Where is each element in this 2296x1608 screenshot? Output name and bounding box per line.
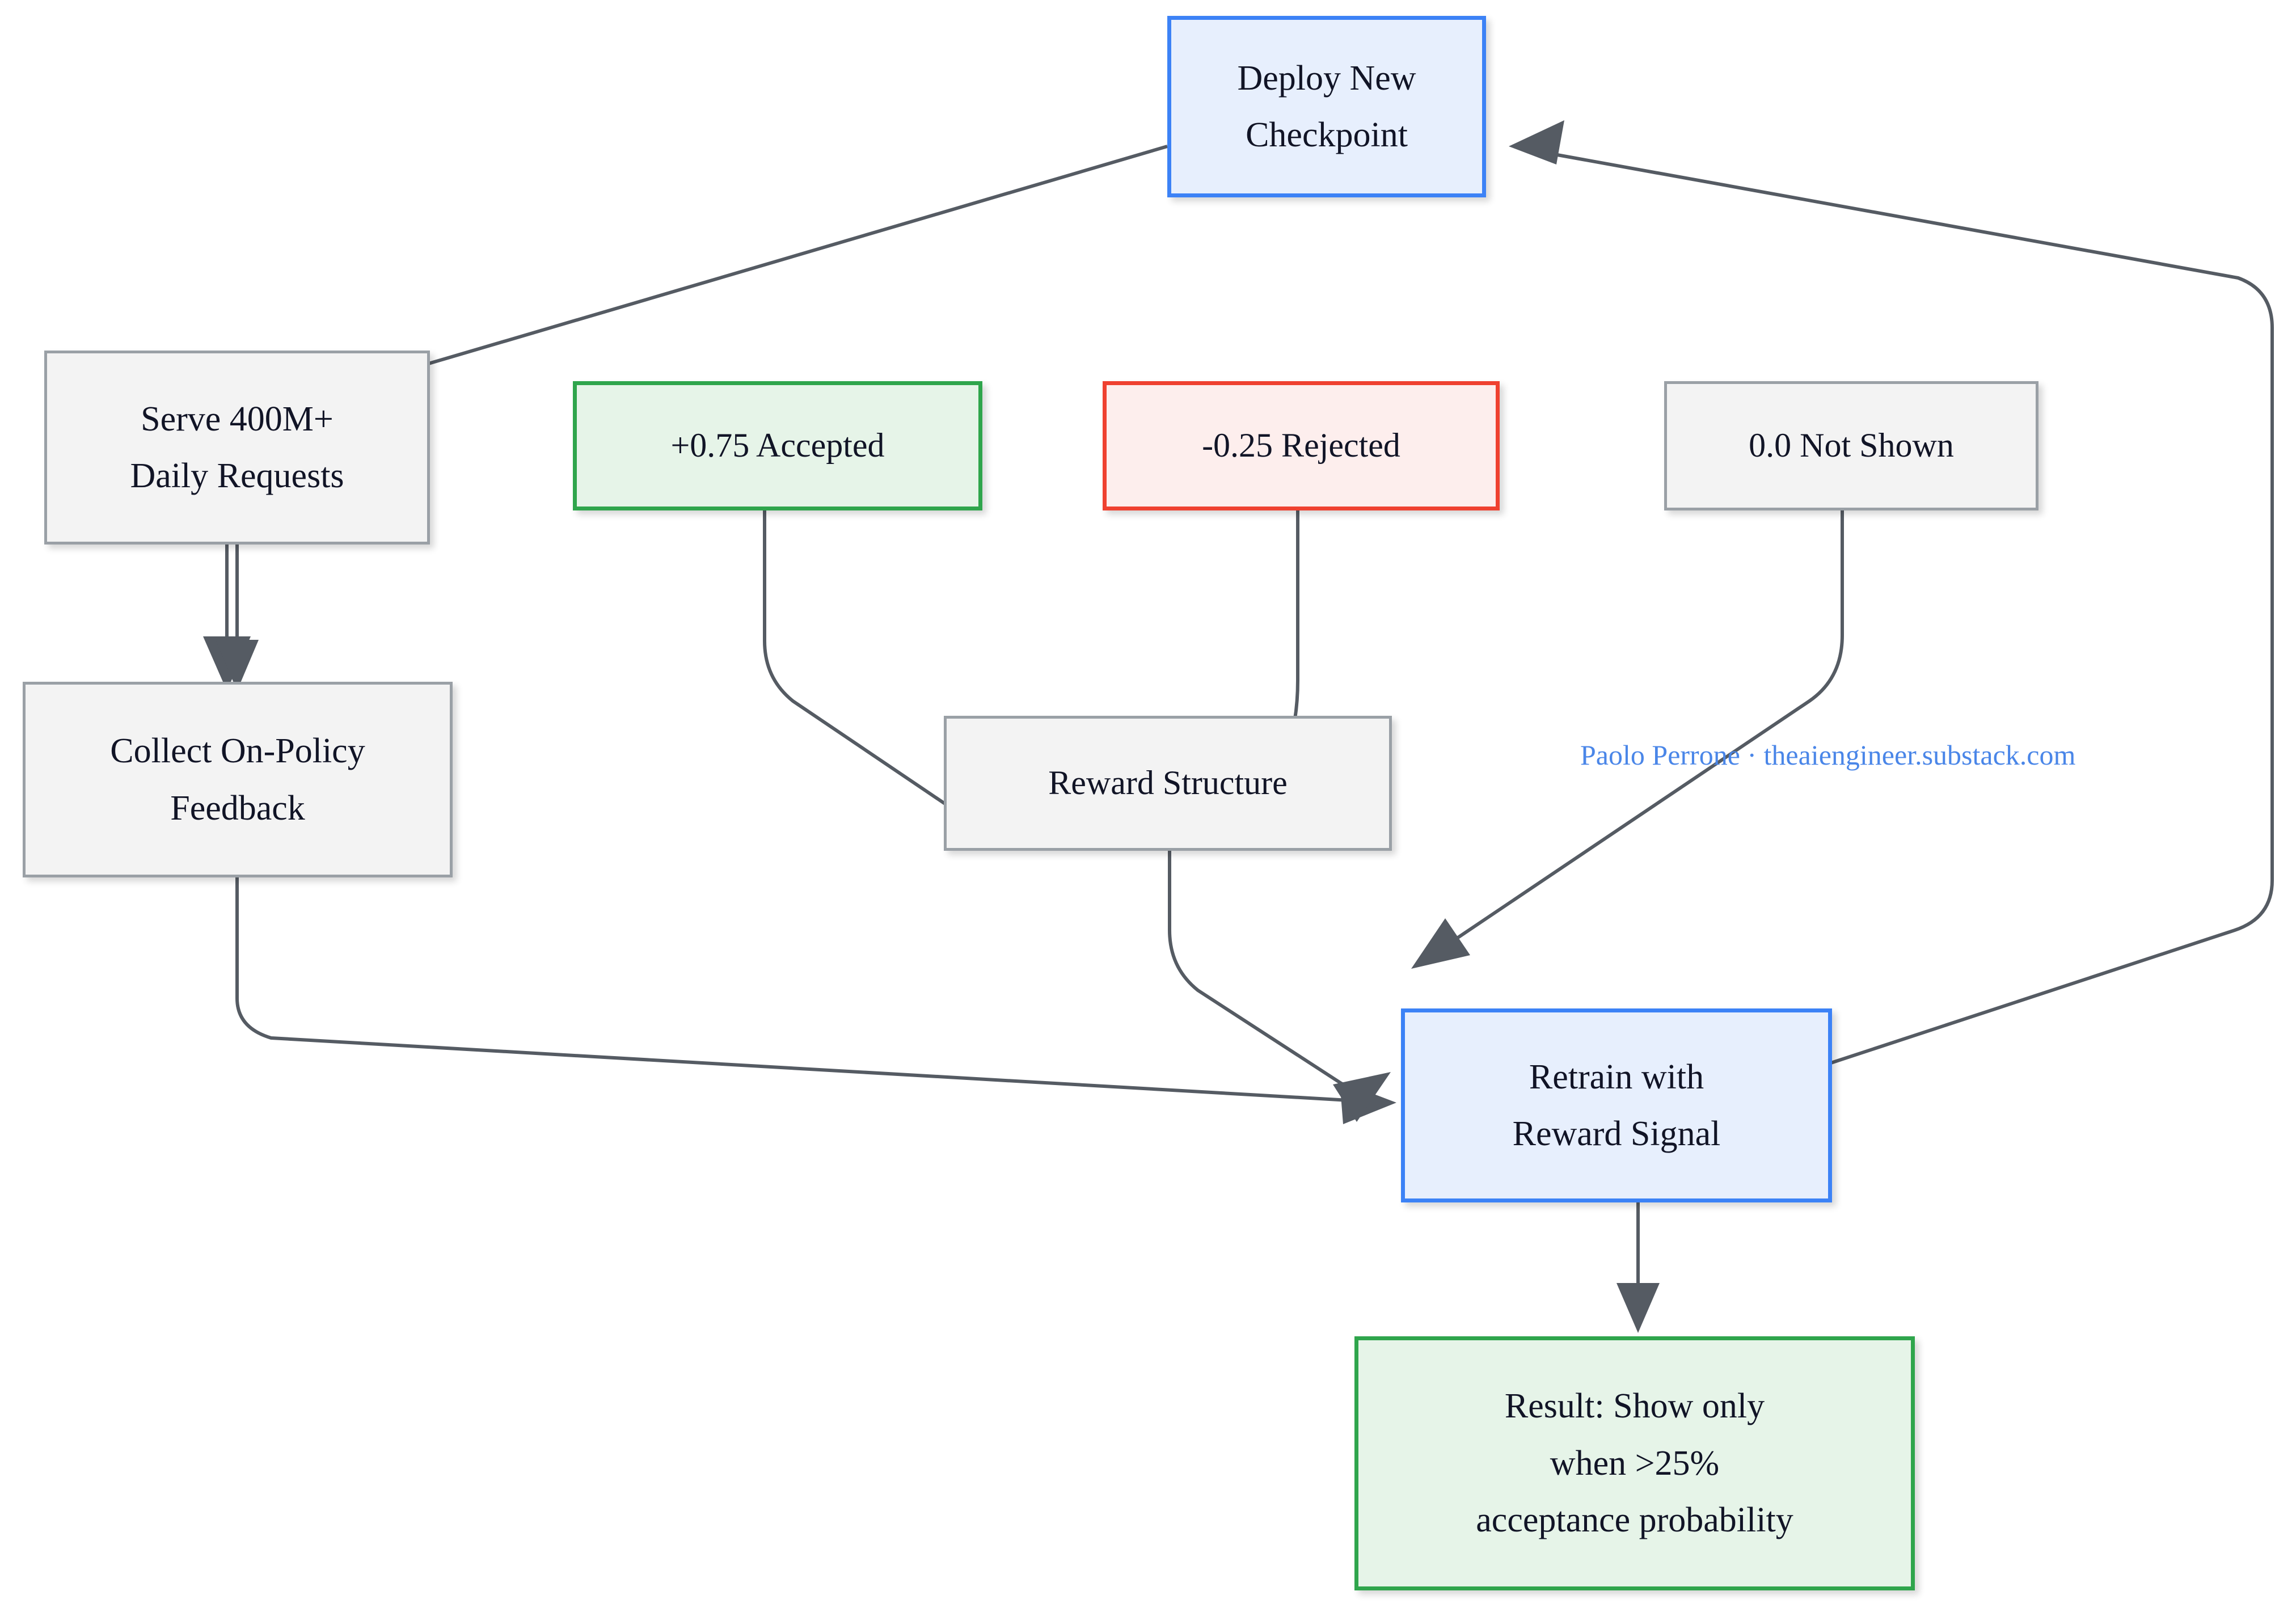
watermark-attribution: Paolo Perrone · theaiengineer.substack.c…	[1580, 739, 2076, 771]
edge-serve-to-collect	[216, 545, 259, 691]
node-deploy-line-2: Checkpoint	[1246, 116, 1408, 154]
node-deploy-new-checkpoint[interactable]: Deploy New Checkpoint	[1167, 16, 1486, 197]
node-serve-daily-requests[interactable]: Serve 400M+ Daily Requests	[44, 351, 430, 545]
node-not-shown-label: 0.0 Not Shown	[1749, 427, 1954, 465]
node-reward-accepted[interactable]: +0.75 Accepted	[573, 381, 982, 510]
node-result-acceptance-threshold[interactable]: Result: Show only when >25% acceptance p…	[1354, 1336, 1915, 1590]
node-retrain-line-2: Reward Signal	[1512, 1115, 1721, 1153]
node-result-line-1: Result: Show only	[1504, 1387, 1765, 1426]
node-accepted-label: +0.75 Accepted	[670, 427, 885, 465]
node-collect-line-2: Feedback	[170, 788, 305, 828]
node-collect-line-1: Collect On-Policy	[110, 732, 365, 771]
edge-not-shown-to-reward-structure	[1411, 509, 1844, 969]
node-reward-structure[interactable]: Reward Structure	[944, 716, 1392, 851]
node-rejected-label: -0.25 Rejected	[1202, 427, 1400, 465]
edge-retrain-to-result	[1617, 1202, 1660, 1333]
node-result-line-2: when >25%	[1550, 1444, 1720, 1483]
node-serve-line-2: Daily Requests	[130, 457, 344, 495]
node-serve-line-1: Serve 400M+	[141, 399, 334, 438]
node-result-line-3: acceptance probability	[1476, 1501, 1793, 1540]
edge-collect-to-retrain	[235, 877, 1396, 1124]
node-collect-on-policy-feedback[interactable]: Collect On-Policy Feedback	[23, 682, 453, 877]
node-retrain-with-reward-signal[interactable]: Retrain with Reward Signal	[1401, 1008, 1832, 1202]
edge-retrain-to-deploy	[1509, 120, 2274, 1065]
node-reward-not-shown[interactable]: 0.0 Not Shown	[1664, 381, 2038, 510]
node-retrain-line-1: Retrain with	[1529, 1057, 1704, 1096]
node-deploy-line-1: Deploy New	[1237, 58, 1416, 98]
node-reward-structure-label: Reward Structure	[1048, 764, 1288, 802]
node-reward-rejected[interactable]: -0.25 Rejected	[1103, 381, 1500, 510]
edge-reward-structure-to-retrain	[1168, 851, 1391, 1122]
